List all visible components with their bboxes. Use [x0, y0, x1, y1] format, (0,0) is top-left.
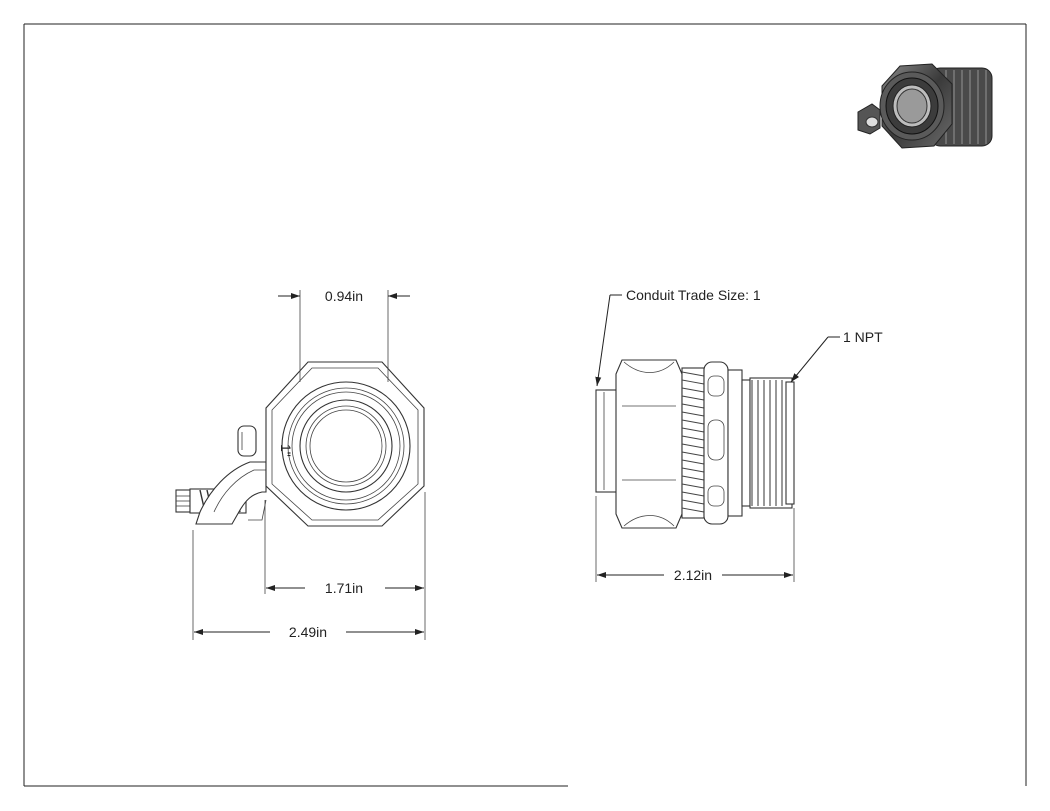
side-view	[595, 359, 795, 529]
dim-inner-width-label: 0.94in	[325, 288, 363, 304]
dim-inner-width: 0.94in	[278, 288, 410, 382]
dim-body-width: 1.71in	[264, 492, 426, 640]
callout-thread: 1 NPT	[790, 329, 883, 383]
front-view: 1"	[175, 361, 425, 527]
callout-trade-size: Conduit Trade Size: 1	[595, 287, 761, 387]
sheet-border	[23, 23, 1027, 787]
dim-overall-width-label: 2.49in	[289, 624, 327, 640]
dim-overall-width: 2.49in	[192, 530, 424, 640]
size-marking: 1"	[278, 444, 294, 457]
callout-thread-label: 1 NPT	[843, 329, 883, 345]
dim-side-length-label: 2.12in	[674, 567, 712, 583]
isometric-view	[857, 63, 993, 149]
callout-trade-size-label: Conduit Trade Size: 1	[626, 287, 761, 303]
dim-body-width-label: 1.71in	[325, 580, 363, 596]
dim-side-length: 2.12in	[595, 496, 795, 583]
